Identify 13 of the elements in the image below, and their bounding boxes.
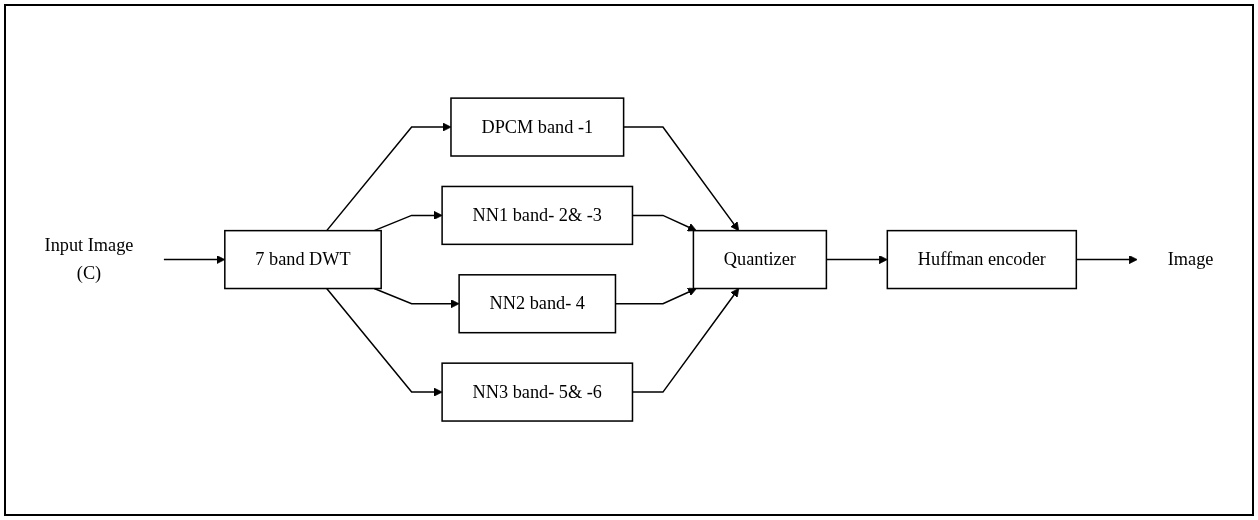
- node-text: Image: [1167, 249, 1214, 270]
- arrow: [373, 211, 443, 232]
- arrow: [325, 288, 443, 397]
- node-box: NN3 band- 5& -6: [441, 362, 634, 423]
- node-box: Quantizer: [692, 230, 828, 290]
- node-text: Input Image: [44, 235, 134, 256]
- node-box: 7 band DWT: [224, 230, 382, 290]
- node-label: (C): [76, 263, 102, 284]
- node-box: Huffman encoder: [886, 230, 1078, 290]
- arrow: [373, 288, 460, 309]
- node-box: DPCM band -1: [450, 97, 625, 158]
- node-box: NN2 band- 4: [458, 274, 617, 334]
- node-box: NN1 band- 2& -3: [441, 186, 634, 246]
